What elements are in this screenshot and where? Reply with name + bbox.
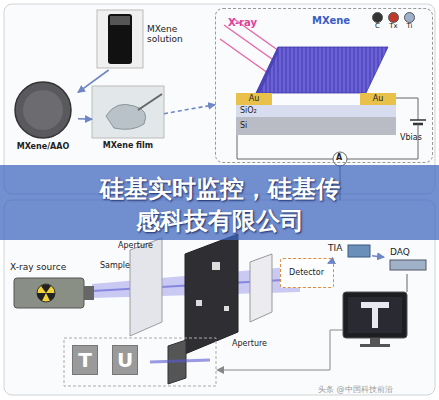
legend-text: C [375,23,380,31]
part-label: Aperture [232,340,267,349]
legend-swatch [372,12,383,23]
node-text: TIA [328,243,342,253]
node-text: Au [236,94,272,103]
node-text: MXene [312,15,350,27]
detector-box: Detector [280,258,334,288]
flow-arrow [78,118,92,120]
part-label: Aperture [118,242,153,251]
flow-arrow [372,256,384,257]
daq-box: DAQ [384,246,430,274]
amplifier-box: TIA [328,241,372,265]
legend-swatch [404,12,415,23]
flow-arrow [78,70,109,92]
voltage-label: Vbias [400,134,422,143]
electrode-layer: Au [360,93,396,105]
node-text: MXene/AAO [8,142,78,151]
membrane-disc: MXene/AAO [8,80,78,156]
node-text: Au [360,94,396,103]
image-tile: U [112,345,138,375]
node-text: MXene solution [147,24,205,45]
node-text: Si [240,121,247,130]
title-banner: 硅基实时监控，硅基传感科技有限公司 [0,165,439,240]
device-schematic-shape [216,9,432,162]
node-text: DAQ [390,247,410,257]
flow-arrow [328,260,334,263]
xray-source: X-ray source [10,262,96,314]
legend: C Tx Ti [372,12,415,31]
legend-item: Tx [388,12,399,31]
watermark: 头条 @中国科技前沿 [318,386,393,395]
legend-text: Ti [406,23,412,31]
legend-item: Ti [404,12,415,31]
node-text: X-ray source [10,262,66,272]
legend-swatch [388,12,399,23]
sample-photo: MXene solution [95,8,207,70]
node-text: U [113,349,137,372]
oxide-layer: SiO₂ [236,105,396,117]
part-label: Sample [100,262,130,271]
legend-text: Tx [389,23,397,31]
meter-symbol: A [336,154,342,163]
legend-item: C [372,12,383,31]
node-text: 硅基实时监控，硅基传感科技有限公司 [89,173,351,237]
node-text: MXene film [92,141,164,150]
node-text: X-ray [228,17,257,29]
electrode-layer: Au [236,93,272,105]
node-text: T [73,349,97,372]
substrate-layer: Si [236,117,396,135]
node-text: SiO₂ [240,106,257,115]
image-tile: T [72,345,98,375]
flow-arrow [164,105,215,114]
film-photo: MXene film [92,86,164,154]
node-text: Detector [281,268,332,277]
